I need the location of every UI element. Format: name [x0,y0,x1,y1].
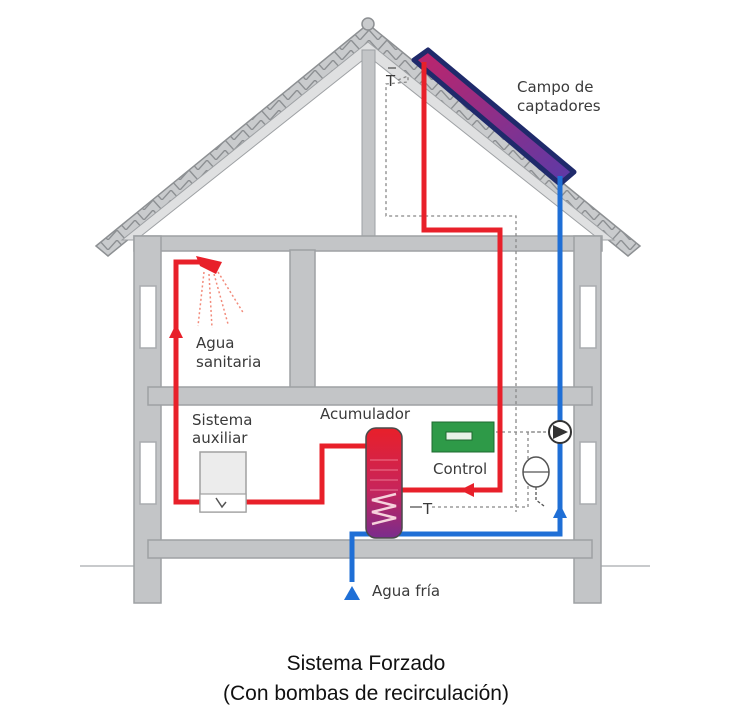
arrow-into-tank [460,483,474,497]
caption-title: Sistema Forzado [286,652,446,675]
label-cold-water: Agua fría [372,582,440,600]
control-box [431,421,495,453]
arrow-up-to-shower [169,324,183,338]
sensor-label-roof: T [385,72,396,90]
pump-icon [548,420,572,444]
attic-post [361,49,376,241]
label-tank: Acumulador [320,405,411,423]
temperature-sensor-icon [388,67,422,508]
auxiliary-heater [199,451,247,513]
expansion-vessel-icon [522,456,550,507]
cold-water-circuit [349,176,563,582]
label-water-point: Agua sanitaria [196,334,261,371]
shower-icon [196,256,245,329]
label-collector: Campo de captadores [517,78,601,115]
windows [139,285,597,505]
label-control: Control [433,460,487,478]
label-auxiliary: Sistema auxiliar [192,411,257,447]
sensor-label-tank: T [422,500,433,518]
water-heater-icon [365,427,403,539]
caption-subtitle: (Con bombas de recirculación) [223,682,509,705]
solar-collector-icon [411,47,577,187]
arrow-cold-inlet [344,586,360,600]
arrow-up-return [553,504,567,518]
